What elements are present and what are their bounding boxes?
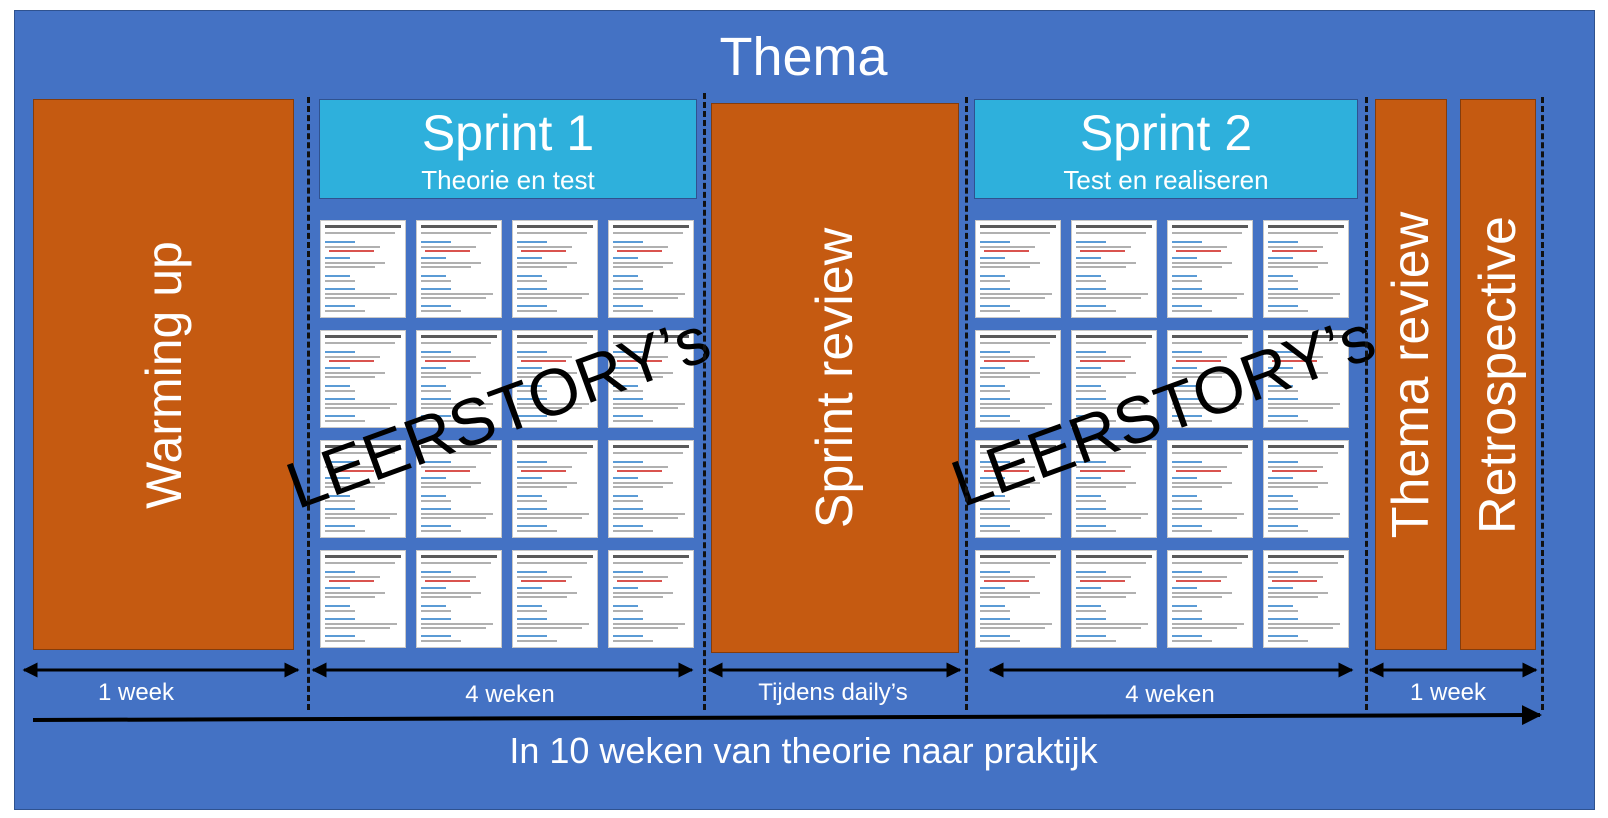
leerstory-card — [1167, 550, 1253, 648]
sprint1-header: Sprint 1 Theorie en test — [319, 99, 697, 199]
leerstory-card — [975, 550, 1061, 648]
leerstory-card — [512, 330, 598, 428]
sprint1-subtitle: Theorie en test — [421, 165, 595, 195]
leerstory-card — [416, 220, 502, 318]
leerstory-card — [975, 220, 1061, 318]
leerstory-card — [975, 440, 1061, 538]
leerstory-card — [1263, 550, 1349, 648]
separator-1 — [307, 97, 310, 710]
leerstory-card — [512, 220, 598, 318]
leerstory-card — [320, 550, 406, 648]
duration-thema-review: 1 week — [1409, 679, 1487, 706]
duration-sprint-review: Tijdens daily’s — [758, 679, 908, 706]
leerstory-card — [1071, 550, 1157, 648]
leerstory-card — [1071, 220, 1157, 318]
separator-2 — [703, 93, 706, 710]
leerstory-card — [1167, 440, 1253, 538]
sprint2-title: Sprint 2 — [1079, 105, 1253, 161]
leerstory-card — [320, 330, 406, 428]
leerstory-card — [1167, 220, 1253, 318]
leerstory-card — [320, 220, 406, 318]
separator-5 — [1541, 97, 1544, 710]
leerstory-card — [608, 440, 694, 538]
leerstory-card — [416, 330, 502, 428]
leerstory-card — [1071, 440, 1157, 538]
retrospective-block: Retrospective — [1460, 99, 1536, 650]
leerstory-card — [608, 330, 694, 428]
leerstory-card — [1263, 220, 1349, 318]
leerstory-card — [1071, 330, 1157, 428]
leerstory-card — [416, 550, 502, 648]
duration-warming-up: 1 week — [97, 679, 175, 706]
sprint1-title: Sprint 1 — [421, 105, 595, 161]
leerstory-card — [975, 330, 1061, 428]
warming-up-block: Warming up — [33, 99, 294, 650]
thema-review-block: Thema review — [1375, 99, 1447, 650]
leerstory-card — [608, 550, 694, 648]
leerstory-card — [512, 440, 598, 538]
duration-sprint1: 4 weken — [465, 681, 555, 708]
arrow-total — [32, 705, 1542, 726]
duration-sprint2: 4 weken — [1125, 681, 1215, 708]
leerstory-card — [416, 440, 502, 538]
leerstory-card — [608, 220, 694, 318]
separator-3 — [965, 97, 968, 710]
sprint-review-block: Sprint review — [711, 103, 959, 653]
leerstory-card — [1263, 330, 1349, 428]
leerstory-card — [512, 550, 598, 648]
sprint2-header: Sprint 2 Test en realiseren — [974, 99, 1358, 199]
leerstory-card — [1263, 440, 1349, 538]
separator-4 — [1365, 97, 1368, 710]
footer-caption: In 10 weken van theorie naar praktijk — [509, 730, 1098, 771]
theme-title: Thema — [719, 27, 888, 87]
sprint2-subtitle: Test en realiseren — [1063, 165, 1269, 195]
leerstory-card — [1167, 330, 1253, 428]
leerstory-card — [320, 440, 406, 538]
